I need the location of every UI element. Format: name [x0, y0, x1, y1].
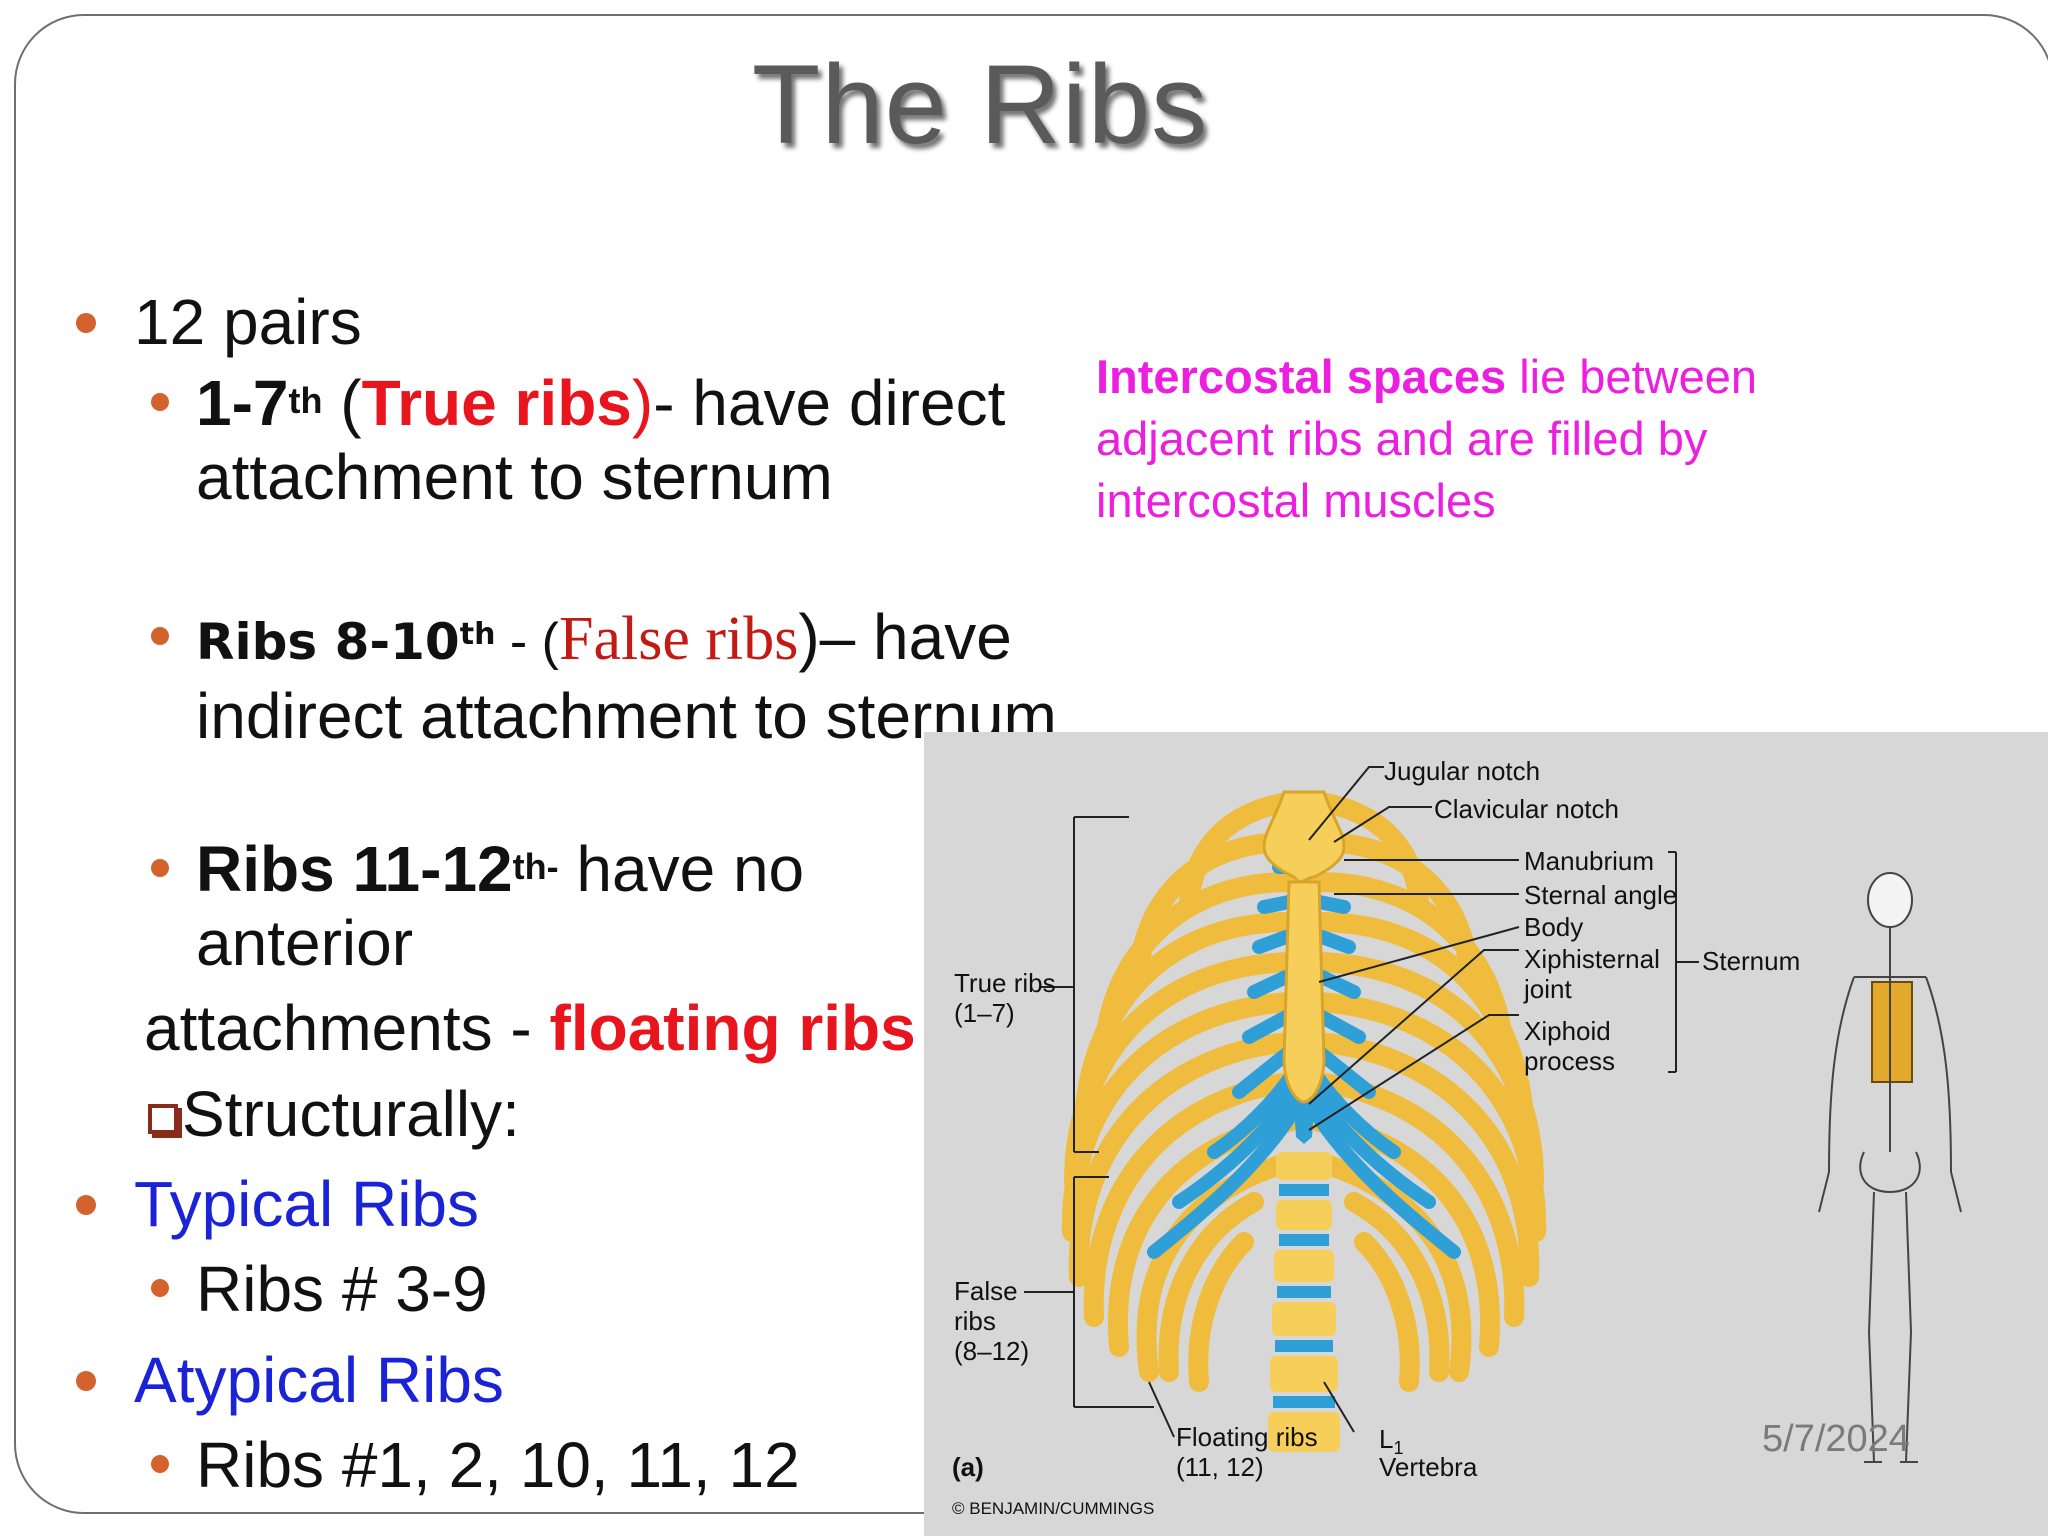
false-ribs-label: False ribs [558, 605, 799, 673]
label-xiphoid-process: Xiphoid process [1524, 1016, 1616, 1076]
true-ribs-range: 1-7 [196, 367, 289, 439]
label-vertebra-sub: 1 [1393, 1438, 1404, 1459]
label-floating-ribs: Floating ribs (11, 12) [1176, 1422, 1318, 1482]
label-credit: © BENJAMIN/CUMMINGS [952, 1499, 1155, 1518]
floating-ribs-label: floating ribs [549, 992, 916, 1064]
false-ribs-desc: )– have indirect attachment to sternum [196, 601, 1057, 752]
false-ribs-range: Ribs 8-10 [196, 613, 460, 671]
true-ribs-sup: th [288, 380, 323, 421]
label-true-ribs: True ribs [954, 968, 1056, 998]
bullet-atypical-range: Ribs #1, 2, 10, 11, 12 [151, 1428, 1046, 1502]
typical-ribs-range: Ribs # 3-9 [196, 1253, 488, 1325]
bullet-dot [76, 1195, 96, 1215]
label-panel-a: (a) [952, 1452, 984, 1482]
atypical-ribs-heading: Atypical Ribs [134, 1344, 504, 1416]
bullet-typical-range: Ribs # 3-9 [151, 1252, 1046, 1326]
label-false-ribs: False ribs [954, 1276, 1018, 1336]
skeleton-figure-icon [1818, 872, 1962, 1463]
bullet-floating-ribs: Ribs 11-12th- have no anterior [151, 832, 996, 980]
structurally-line: Structurally: [148, 1078, 520, 1150]
bullet-false-ribs: Ribs 8-10th - (False ribs)– have indirec… [151, 600, 1096, 753]
label-true-ribs-range: (1–7) [954, 998, 1015, 1028]
floating-ribs-desc: have no anterior [196, 833, 805, 979]
false-ribs-dash: - ( [495, 613, 559, 671]
label-sternal-angle: Sternal angle [1524, 880, 1678, 910]
label-vertebra-l1: L1 [1379, 1424, 1403, 1463]
bullet-dot [151, 1279, 169, 1297]
structurally-text: Structurally: [182, 1078, 520, 1150]
label-sternum: Sternum [1702, 946, 1801, 976]
floating-ribs-line2: attachments - floating ribs [144, 992, 916, 1064]
bullet-dot [76, 1371, 96, 1391]
bullet-true-ribs: 1-7th (True ribs)- have direct attachmen… [151, 366, 1046, 514]
label-xiphisternal-joint: Xiphisternal joint [1524, 944, 1660, 1004]
slide-title: The Ribs [751, 42, 1209, 167]
label-jugular-notch: Jugular notch [1384, 756, 1541, 786]
leader-lines [1024, 766, 1699, 1438]
label-body: Body [1524, 912, 1584, 942]
floating-ribs-range: Ribs 11-12 [196, 833, 513, 905]
label-vertebra-l: L [1379, 1424, 1394, 1454]
label-clavicular-notch: Clavicular notch [1434, 794, 1619, 824]
bullet-pairs: 12 pairs [76, 286, 362, 358]
floating-ribs-sup: th- [512, 846, 559, 887]
bullet-dot [151, 627, 169, 645]
false-ribs-sup: th [459, 617, 496, 652]
bullet-atypical: Atypical Ribs [76, 1344, 504, 1416]
intercostal-note: Intercostal spaces lie between adjacent … [1096, 346, 1856, 532]
vertebral-column [1268, 1152, 1340, 1452]
sternum-shape [1262, 790, 1346, 1144]
slide-date: 5/7/2024 [1762, 1418, 1910, 1460]
true-ribs-desc: - have direct attachment to sternum [196, 367, 1006, 513]
floating-ribs-attachments: attachments - [144, 992, 550, 1064]
label-false-ribs-range: (8–12) [954, 1336, 1030, 1366]
bullet-dot [151, 393, 169, 411]
right-ribs [1309, 792, 1547, 1392]
checkbox-bullet-icon [148, 1104, 178, 1134]
rib-cage-illustration [1024, 766, 1962, 1463]
bullet-dot [151, 859, 169, 877]
label-vertebra: Vertebra [1379, 1452, 1478, 1482]
intercostal-bold: Intercostal spaces [1096, 350, 1507, 403]
rib-cage-figure: Jugular notch Clavicular notch Manubrium… [924, 732, 2048, 1536]
bullet-dot [76, 313, 96, 333]
label-manubrium: Manubrium [1524, 846, 1655, 876]
true-ribs-label: True ribs [361, 367, 632, 439]
left-ribs [1061, 792, 1299, 1392]
bullet-typical: Typical Ribs [76, 1168, 479, 1240]
typical-ribs-heading: Typical Ribs [134, 1168, 479, 1240]
intercostal-rest: lie between adjacent ribs and are filled… [1096, 350, 1757, 527]
atypical-ribs-range: Ribs #1, 2, 10, 11, 12 [196, 1429, 800, 1501]
pairs-text: 12 pairs [134, 286, 362, 358]
true-ribs-paren-close: ) [631, 367, 654, 439]
costal-cartilages [1147, 860, 1461, 1259]
bullet-dot [151, 1455, 169, 1473]
true-ribs-paren-open: ( [322, 367, 362, 439]
